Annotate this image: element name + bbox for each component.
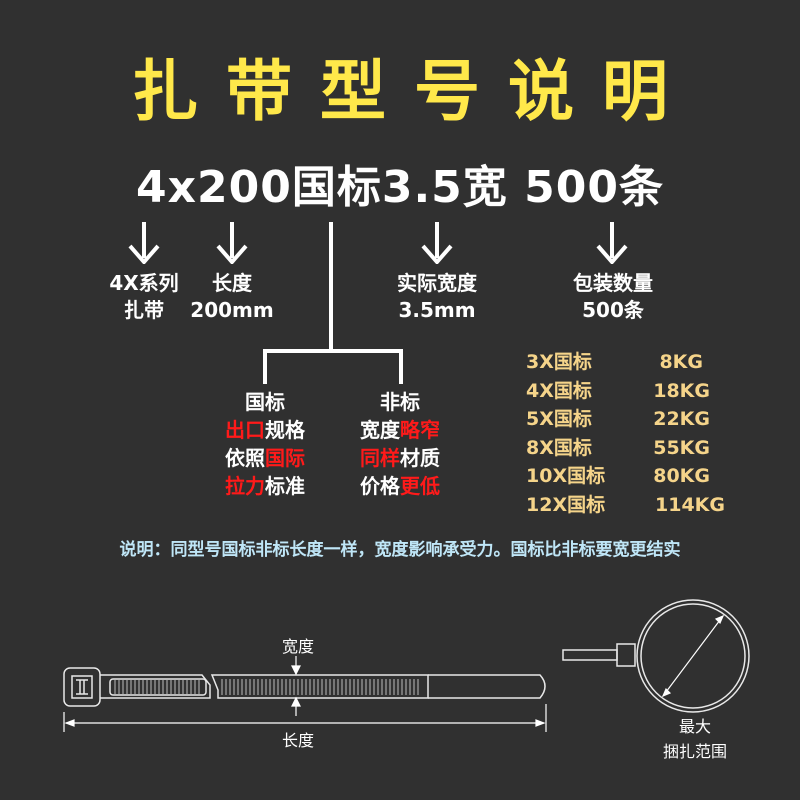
spec-value: 18KG — [653, 379, 710, 402]
standard-heading: 国标 — [245, 390, 285, 414]
spec-value: 80KG — [653, 465, 710, 487]
spec-name: 4X国标 — [526, 379, 592, 402]
breakdown-line: 长度 — [212, 271, 252, 295]
spec-value: 55KG — [653, 436, 710, 459]
plain-text: 材质 — [400, 446, 440, 470]
standard-line: 出口规格 — [205, 416, 325, 444]
nonstandard-line: 价格更低 — [340, 472, 460, 500]
standard-line: 依照国际 — [205, 444, 325, 472]
standard-column: 国标 出口规格 依照国际 拉力标准 — [205, 388, 325, 500]
nonstandard-column: 非标 宽度略窄 同样材质 价格更低 — [340, 388, 460, 500]
breakdown-line: 500条 — [582, 298, 644, 322]
breakdown-line: 4X系列 — [109, 271, 179, 295]
plain-text: 宽度 — [360, 418, 400, 442]
connector-line — [263, 349, 267, 384]
arrow-down-icon — [421, 222, 453, 264]
spec-name: 12X国标 — [526, 493, 606, 516]
tensile-spec-list: 3X国标 8KG 4X国标 18KG 5X国标 22KG 8X国标 55KG 10X国标… — [526, 348, 725, 519]
highlight-text: 出口 — [225, 418, 265, 442]
plain-text: 价格 — [360, 474, 400, 498]
breakdown-line: 扎带 — [124, 298, 164, 322]
breakdown-quantity: 包装数量 500条 — [548, 270, 678, 324]
connector-line — [263, 349, 403, 353]
arrow-down-icon — [128, 222, 160, 264]
cable-tie-diagram-icon — [63, 656, 547, 732]
highlight-text: 同样 — [360, 446, 400, 470]
breakdown-series: 4X系列 扎带 — [84, 270, 204, 324]
length-label: 长度 — [281, 731, 314, 750]
page-title: 扎带型号说明 — [132, 53, 696, 130]
breakdown-width: 实际宽度 3.5mm — [372, 270, 502, 324]
highlight-text: 更低 — [400, 474, 440, 498]
connector-line — [329, 222, 333, 352]
spec-name: 3X国标 — [526, 351, 592, 373]
loop-label-range: 捆扎范围 — [662, 742, 727, 761]
spec-name: 10X国标 — [526, 465, 606, 487]
plain-text: 规格 — [265, 418, 305, 442]
breakdown-line: 实际宽度 — [397, 271, 477, 295]
connector-line — [399, 349, 403, 384]
spec-row: 8X国标 55KG — [526, 434, 725, 463]
spec-row: 10X国标 80KG — [526, 462, 725, 491]
spec-value: 8KG — [659, 351, 703, 373]
nonstandard-line: 宽度略窄 — [340, 416, 460, 444]
width-label: 宽度 — [281, 637, 314, 656]
spec-name: 5X国标 — [526, 408, 592, 430]
highlight-text: 拉力 — [225, 474, 265, 498]
spec-row: 3X国标 8KG — [526, 348, 725, 377]
spec-row: 12X国标 114KG — [526, 491, 725, 520]
model-code: 4x200国标3.5宽 500条 — [136, 162, 664, 213]
cable-tie-loop-icon — [562, 599, 750, 713]
plain-text: 标准 — [265, 474, 305, 498]
highlight-text: 国际 — [265, 446, 305, 470]
breakdown-line: 包装数量 — [573, 271, 653, 295]
loop-label-max: 最大 — [678, 717, 711, 736]
spec-value: 114KG — [655, 493, 725, 516]
breakdown-line: 200mm — [190, 298, 274, 322]
plain-text: 依照 — [225, 446, 265, 470]
standard-line: 拉力标准 — [205, 472, 325, 500]
arrow-down-icon — [596, 222, 628, 264]
arrow-down-icon — [216, 222, 248, 264]
breakdown-length: 长度 200mm — [172, 270, 292, 324]
highlight-text: 略窄 — [400, 418, 440, 442]
spec-value: 22KG — [653, 408, 710, 430]
spec-name: 8X国标 — [526, 436, 592, 459]
explanation-note: 说明：同型号国标非标长度一样，宽度影响承受力。国标比非标要宽更结实 — [119, 540, 681, 560]
nonstandard-heading: 非标 — [380, 390, 420, 414]
spec-row: 4X国标 18KG — [526, 377, 725, 406]
breakdown-line: 3.5mm — [398, 298, 476, 322]
nonstandard-line: 同样材质 — [340, 444, 460, 472]
spec-row: 5X国标 22KG — [526, 405, 725, 434]
